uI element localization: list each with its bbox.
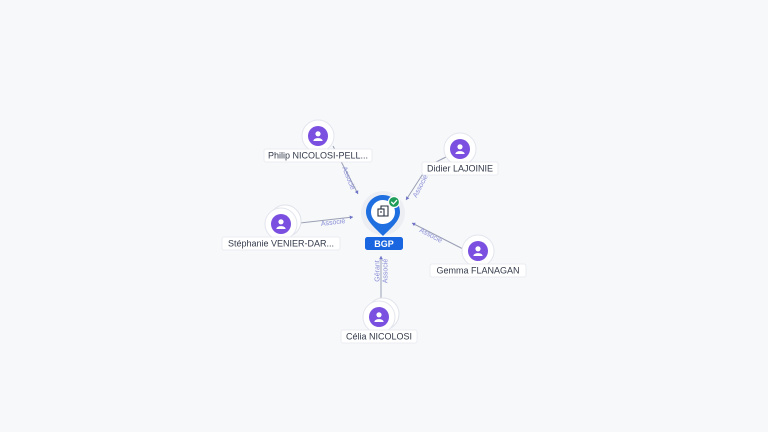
edge-arrow	[354, 190, 359, 194]
edge-relation-label: Associé	[340, 166, 356, 191]
person-name: Stéphanie VENIER-DAR...	[228, 239, 334, 249]
person-label-bg	[221, 236, 341, 251]
edge-relation-label: Associé	[321, 218, 346, 228]
check-badge-icon	[387, 195, 401, 209]
company-name: BGP	[374, 239, 394, 249]
person-icon	[313, 131, 323, 141]
person-label-bg	[429, 263, 527, 278]
edge-relation-label: Associé	[418, 227, 443, 245]
person-node-didier[interactable]: Didier LAJOINIE	[421, 132, 499, 176]
nodes-layer: Philip NICOLOSI-PELL... Didier LAJOINIE St…	[221, 119, 527, 344]
person-label-bg	[340, 329, 418, 344]
person-name: Philip NICOLOSI-PELL...	[268, 151, 368, 161]
edge-arrow	[406, 196, 410, 200]
person-icon	[473, 246, 483, 256]
company-name-tag	[365, 237, 403, 250]
person-node-celia[interactable]: Célia NICOLOSI	[340, 297, 418, 344]
person-name: Didier LAJOINIE	[427, 164, 493, 174]
company-node[interactable]: BGP	[361, 191, 405, 250]
person-name: Gemma FLANAGAN	[436, 266, 519, 276]
person-node-philip[interactable]: Philip NICOLOSI-PELL...	[263, 119, 373, 163]
person-node-stephanie[interactable]: Stéphanie VENIER-DAR...	[221, 204, 341, 251]
company-inner-disc	[371, 200, 395, 224]
edge-relation-label: Gérant	[375, 260, 382, 281]
person-icon	[374, 312, 384, 322]
person-node-gemma[interactable]: Gemma FLANAGAN	[429, 234, 527, 278]
edge-arrow	[412, 222, 416, 227]
edge-gemma: Associé	[411, 222, 464, 250]
building-icon	[377, 205, 389, 217]
edge-relation-label: Associé	[383, 259, 390, 284]
edge-arrow	[379, 256, 383, 260]
edge-line	[299, 216, 354, 224]
edge-stephanie: Associé	[299, 215, 354, 228]
person-label-bg	[421, 161, 499, 176]
edge-line	[411, 222, 464, 250]
person-label-bg	[263, 148, 373, 163]
person-name: Célia NICOLOSI	[346, 332, 412, 342]
edge-arrow	[349, 215, 353, 220]
person-icon	[455, 144, 465, 154]
person-icon	[276, 219, 286, 229]
